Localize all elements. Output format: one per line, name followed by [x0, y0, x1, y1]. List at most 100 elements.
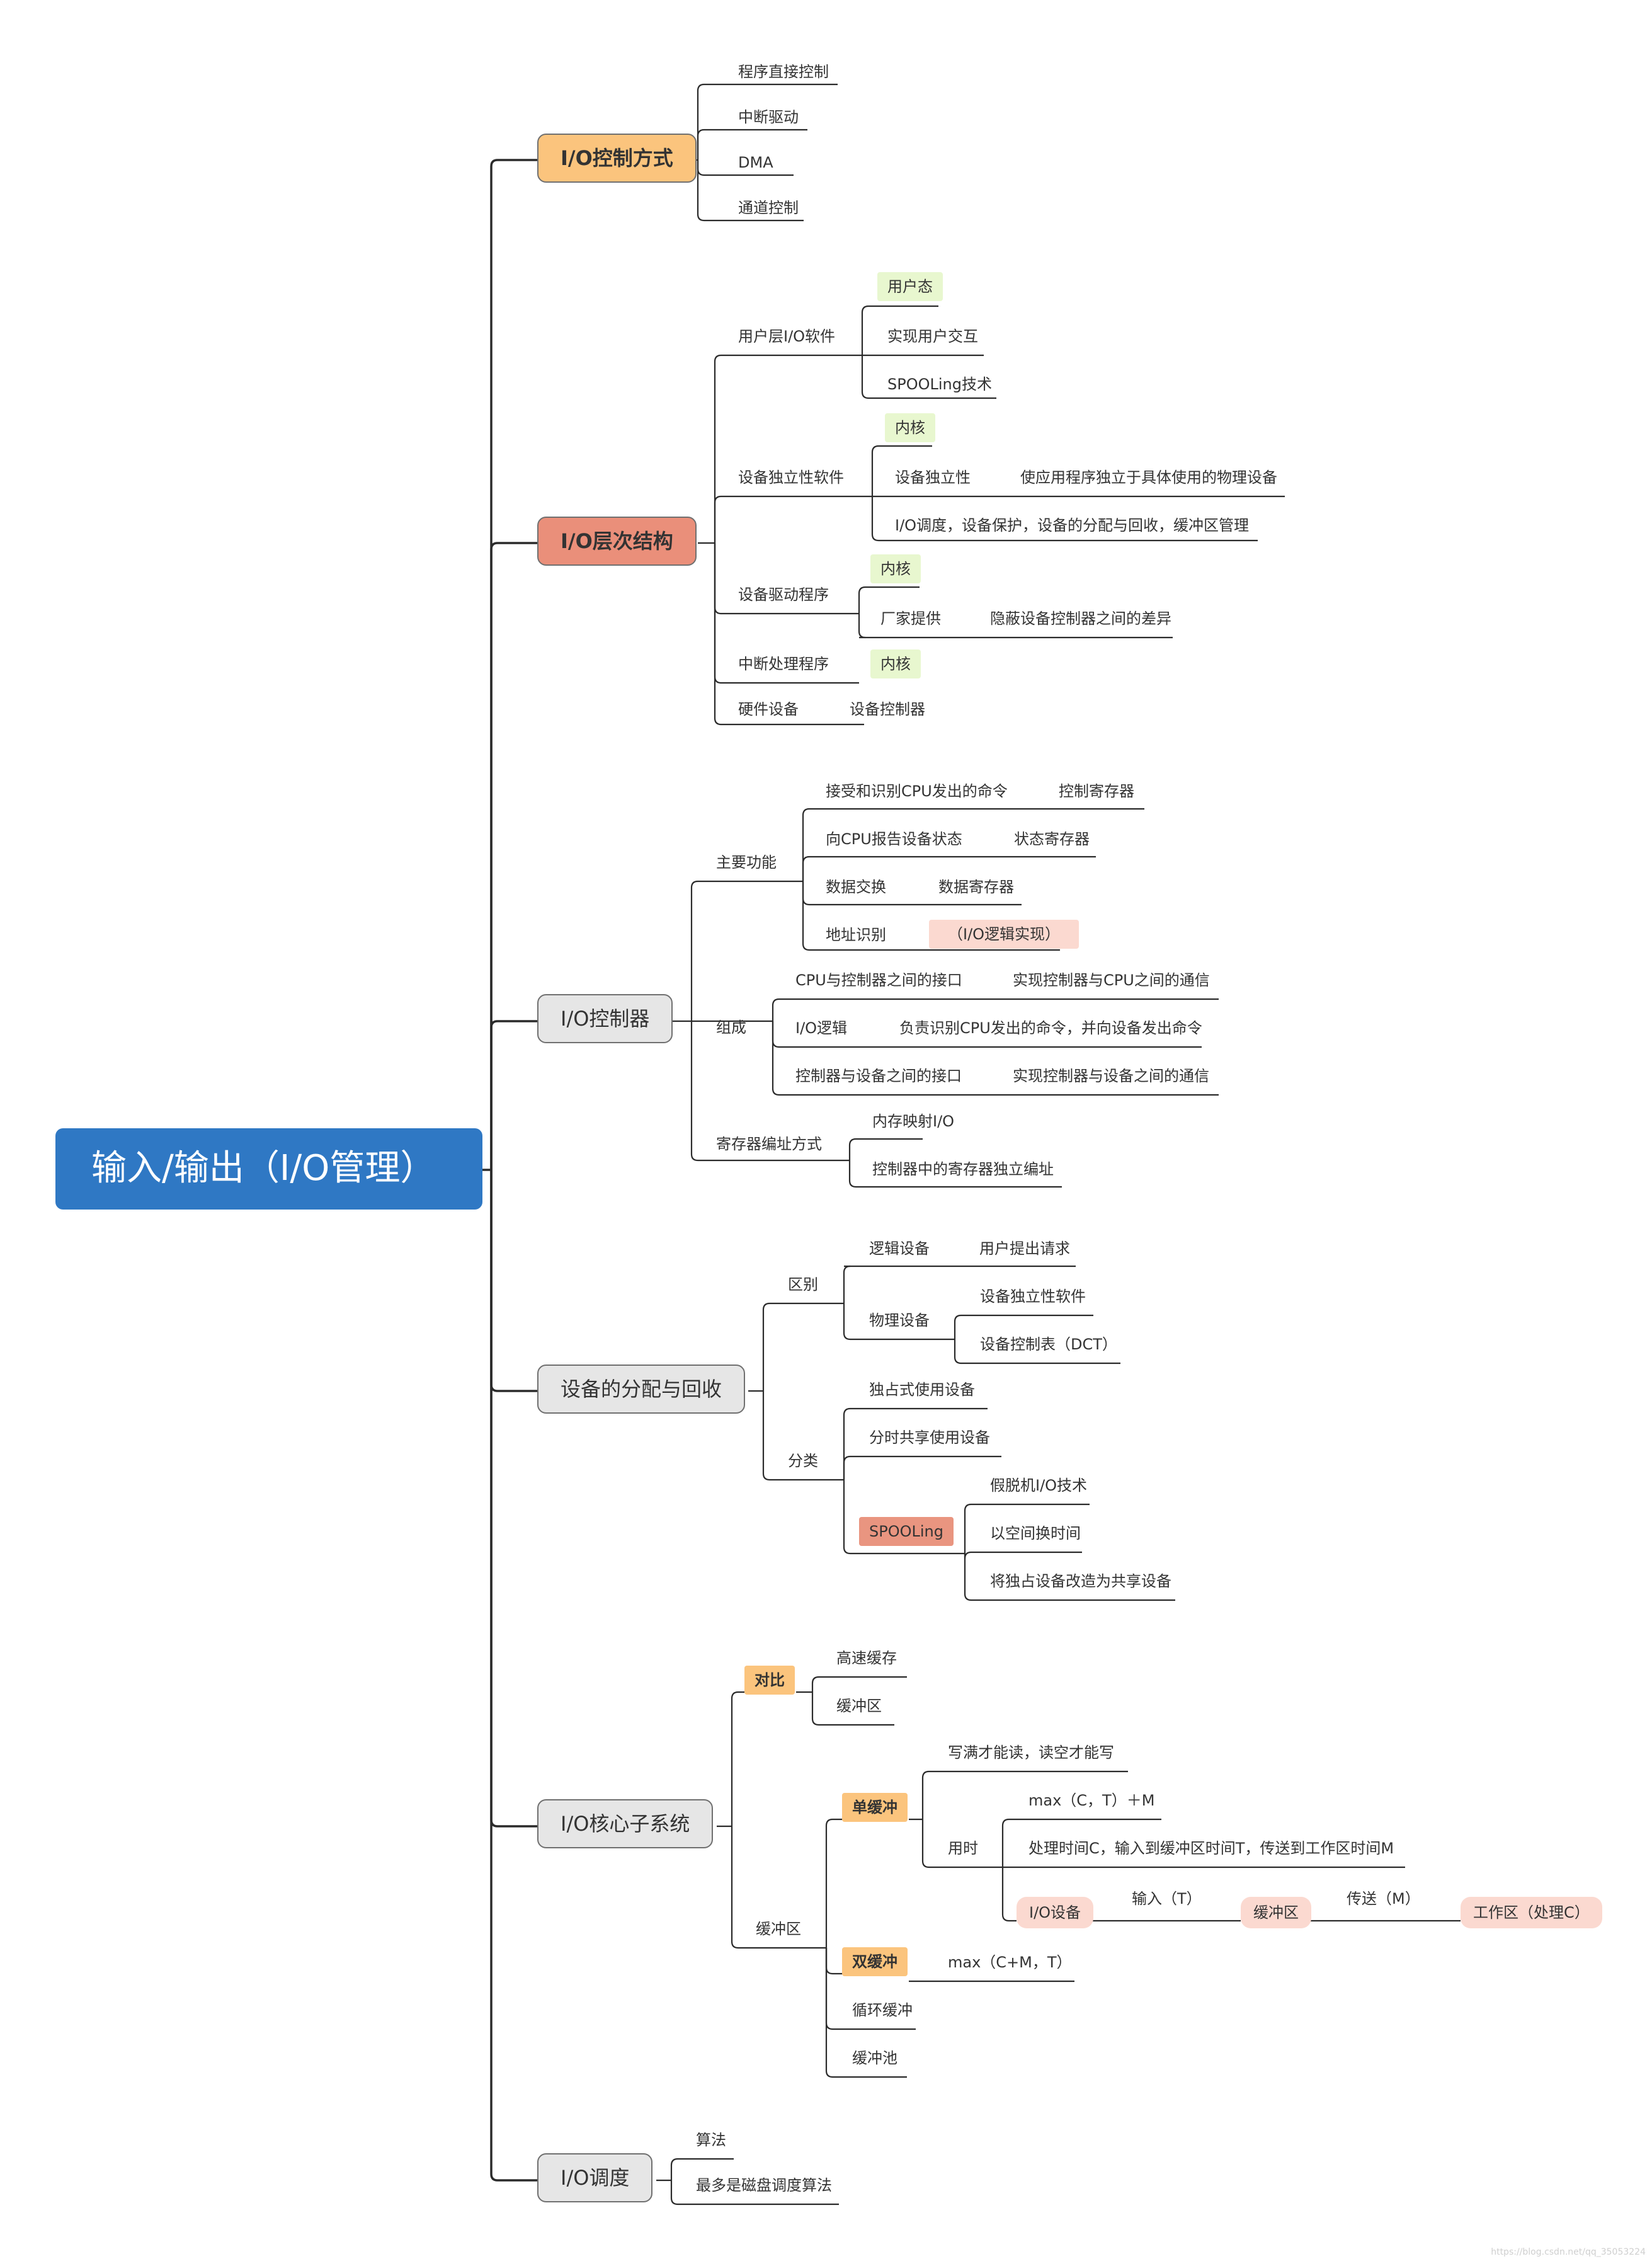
leaf-report-device-status[interactable]: 向CPU报告设备状态: [826, 830, 962, 848]
leaf-data-register[interactable]: 数据寄存器: [938, 878, 1014, 896]
leaf-independent-register-addressing[interactable]: 控制器中的寄存器独立编址: [872, 1160, 1054, 1178]
leaf-address-recognition[interactable]: 地址识别: [826, 926, 886, 944]
connector-line-38: [772, 1021, 1219, 1096]
node-hardware-device[interactable]: 硬件设备: [738, 701, 799, 718]
leaf-user-request[interactable]: 用户提出请求: [979, 1240, 1070, 1257]
leaf-device-independence-note[interactable]: 使应用程序独立于具体使用的物理设备: [1020, 469, 1277, 486]
leaf-device-independent-software-2[interactable]: 设备独立性软件: [980, 1288, 1086, 1305]
leaf-disk-scheduling[interactable]: 最多是磁盘调度算法: [696, 2177, 832, 2194]
leaf-channel-control[interactable]: 通道控制: [738, 199, 799, 217]
root-topic[interactable]: 输入/输出（I/O管理）: [55, 1128, 483, 1210]
leaf-io-logic-note[interactable]: 负责识别CPU发出的命令，并向设备发出命令: [899, 1019, 1202, 1037]
node-single-buffer[interactable]: 单缓冲: [842, 1793, 908, 1822]
topic-io-scheduling[interactable]: I/O调度: [537, 2153, 653, 2202]
leaf-device-independence[interactable]: 设备独立性: [895, 469, 971, 486]
topic-device-allocation[interactable]: 设备的分配与回收: [537, 1365, 746, 1414]
flow-buffer[interactable]: 缓冲区: [1241, 1897, 1311, 1928]
connector-line-27: [858, 614, 866, 639]
node-buffer[interactable]: 缓冲区: [756, 1920, 801, 1938]
node-device-driver[interactable]: 设备驱动程序: [738, 586, 829, 604]
tag-user-mode[interactable]: 用户态: [877, 272, 943, 301]
connector-line-47: [954, 1314, 1093, 1339]
leaf-double-buffer-formula[interactable]: max（C+M，T）: [948, 1954, 1072, 1971]
connector-line-42: [762, 1302, 844, 1391]
connector-line-49: [843, 1407, 988, 1480]
connector-line-29: [690, 880, 803, 1021]
leaf-hide-controller-differences[interactable]: 隐蔽设备控制器之间的差异: [990, 610, 1171, 627]
flow-input-label[interactable]: 输入（T）: [1132, 1890, 1202, 1908]
connector-line-64: [825, 1948, 907, 2078]
watermark: https://blog.csdn.net/qq_35053224: [1491, 2247, 1646, 2257]
leaf-space-for-time[interactable]: 以空间换时间: [990, 1525, 1081, 1542]
leaf-single-buffer-formula[interactable]: max（C，T）＋M: [1028, 1792, 1155, 1809]
tag-io-logic-implementation[interactable]: （I/O逻辑实现）: [929, 920, 1079, 949]
leaf-dct[interactable]: 设备控制表（DCT）: [980, 1336, 1117, 1353]
leaf-memory-mapped-io[interactable]: 内存映射I/O: [872, 1113, 955, 1130]
node-composition[interactable]: 组成: [716, 1019, 746, 1036]
leaf-data-exchange[interactable]: 数据交换: [826, 878, 886, 896]
node-double-buffer[interactable]: 双缓冲: [842, 1947, 908, 1976]
connector-line-56: [731, 1691, 744, 1826]
leaf-buffer-1[interactable]: 缓冲区: [836, 1697, 882, 1715]
node-classification[interactable]: 分类: [788, 1452, 818, 1470]
leaf-io-scheduling-etc[interactable]: I/O调度，设备保护，设备的分配与回收，缓冲区管理: [895, 517, 1250, 534]
leaf-buffer-pool[interactable]: 缓冲池: [852, 2049, 897, 2067]
flow-work-area[interactable]: 工作区（处理C）: [1461, 1897, 1602, 1928]
leaf-spooling-tech[interactable]: SPOOLing技术: [887, 375, 992, 393]
connector-line-3: [490, 542, 537, 1170]
leaf-device-controller[interactable]: 设备控制器: [850, 701, 925, 718]
leaf-cache[interactable]: 高速缓存: [836, 1649, 897, 1667]
leaf-algorithm[interactable]: 算法: [696, 2131, 726, 2149]
connector-line-40: [848, 1160, 1062, 1188]
connector-line-19: [861, 305, 938, 355]
node-time-cost[interactable]: 用时: [948, 1840, 978, 1857]
node-spooling[interactable]: SPOOLing: [859, 1517, 954, 1546]
leaf-cpu-controller-interface[interactable]: CPU与控制器之间的接口: [795, 971, 962, 989]
leaf-logical-device[interactable]: 逻辑设备: [869, 1240, 930, 1257]
node-comparison[interactable]: 对比: [744, 1666, 795, 1695]
leaf-exclusive-device[interactable]: 独占式使用设备: [869, 1381, 975, 1399]
connector-line-76: [670, 2180, 839, 2206]
connector-line-48: [954, 1339, 1120, 1365]
node-device-independent-software[interactable]: 设备独立性软件: [738, 469, 844, 486]
leaf-controller-device-interface[interactable]: 控制器与设备之间的接口: [795, 1067, 962, 1085]
node-interrupt-handler[interactable]: 中断处理程序: [738, 655, 829, 673]
tag-kernel-2[interactable]: 内核: [870, 554, 921, 583]
topic-io-controller[interactable]: I/O控制器: [537, 994, 673, 1043]
leaf-user-interaction[interactable]: 实现用户交互: [887, 328, 978, 345]
flow-transfer-label[interactable]: 传送（M）: [1347, 1890, 1420, 1908]
connector-line-59: [811, 1676, 907, 1692]
leaf-dma[interactable]: DMA: [738, 154, 773, 171]
tag-kernel-3[interactable]: 内核: [870, 649, 921, 678]
leaf-shared-device[interactable]: 分时共享使用设备: [869, 1429, 990, 1446]
topic-io-control-methods[interactable]: I/O控制方式: [537, 134, 697, 183]
leaf-exclusive-to-shared[interactable]: 将独占设备改造为共享设备: [990, 1572, 1171, 1590]
connector-line-50: [843, 1455, 1001, 1480]
leaf-accept-cpu-commands[interactable]: 接受和识别CPU发出的命令: [826, 782, 1008, 800]
connector-line-43: [762, 1391, 844, 1481]
leaf-control-register[interactable]: 控制寄存器: [1059, 782, 1134, 800]
connector-line-7: [490, 1170, 537, 2182]
flow-io-device[interactable]: I/O设备: [1017, 1897, 1094, 1928]
leaf-spooling-io[interactable]: 假脱机I/O技术: [990, 1477, 1088, 1494]
node-user-io-software[interactable]: 用户层I/O软件: [738, 328, 836, 345]
leaf-circular-buffer[interactable]: 循环缓冲: [852, 2001, 913, 2019]
leaf-vendor-provided[interactable]: 厂家提供: [880, 610, 941, 627]
node-register-addressing[interactable]: 寄存器编址方式: [716, 1135, 822, 1153]
node-difference[interactable]: 区别: [788, 1276, 818, 1293]
leaf-cpu-controller-comm[interactable]: 实现控制器与CPU之间的通信: [1013, 971, 1210, 989]
leaf-controller-device-comm[interactable]: 实现控制器与设备之间的通信: [1013, 1067, 1209, 1085]
node-main-functions[interactable]: 主要功能: [716, 854, 777, 871]
leaf-status-register[interactable]: 状态寄存器: [1014, 830, 1090, 848]
tag-kernel-1[interactable]: 内核: [885, 413, 935, 442]
topic-io-layers[interactable]: I/O层次结构: [537, 517, 697, 566]
leaf-single-buffer-rule[interactable]: 写满才能读，读空才能写: [948, 1744, 1114, 1761]
connector-line-66: [921, 1770, 1128, 1819]
connector-line-31: [690, 1021, 850, 1162]
node-physical-device[interactable]: 物理设备: [869, 1312, 930, 1329]
leaf-interrupt-driven[interactable]: 中断驱动: [738, 108, 799, 126]
topic-io-core-subsystem[interactable]: I/O核心子系统: [537, 1799, 714, 1848]
leaf-program-direct-control[interactable]: 程序直接控制: [738, 63, 829, 81]
leaf-io-logic[interactable]: I/O逻辑: [795, 1019, 848, 1037]
leaf-time-explanation[interactable]: 处理时间C，输入到缓冲区时间T，传送到工作区时间M: [1028, 1840, 1394, 1857]
